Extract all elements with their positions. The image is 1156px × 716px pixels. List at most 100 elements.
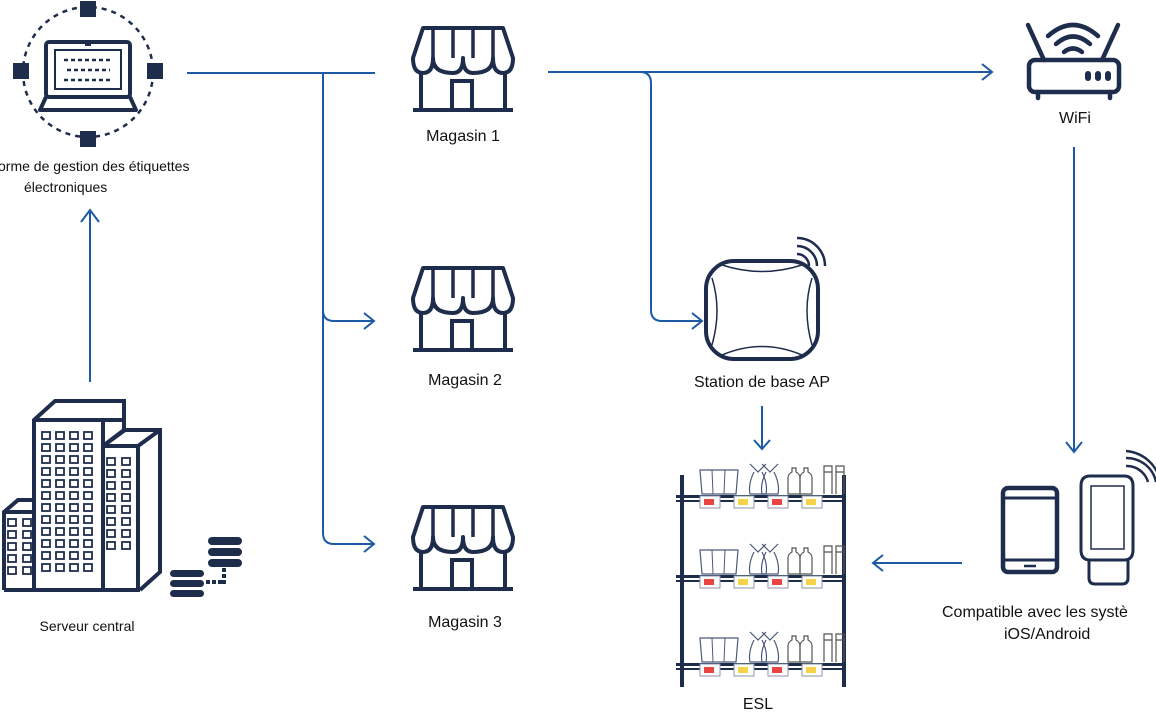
window [121, 517, 131, 526]
window [83, 491, 93, 500]
window [55, 503, 65, 512]
arrowhead-right-icon [691, 312, 704, 330]
window [22, 566, 32, 575]
edge-platform-store2 [322, 73, 374, 322]
window [106, 457, 116, 466]
window [41, 431, 51, 440]
window [121, 529, 131, 538]
window [83, 443, 93, 452]
window [55, 515, 65, 524]
window [69, 551, 79, 560]
window [69, 467, 79, 476]
window [69, 443, 79, 452]
platform-label: orme de gestion des étiquettes électroni… [0, 156, 228, 198]
window [106, 529, 116, 538]
arrowhead-down-icon [1065, 441, 1083, 454]
window [55, 467, 65, 476]
window [7, 542, 17, 551]
platform-label-line1: orme de gestion des étiquettes [0, 158, 190, 174]
window [83, 539, 93, 548]
window [22, 542, 32, 551]
storefront-icon-3 [411, 505, 515, 591]
arrowhead-down-icon [753, 439, 771, 451]
window [106, 493, 116, 502]
window [83, 479, 93, 488]
edge-store1-ap [639, 71, 702, 322]
window [121, 469, 131, 478]
window [41, 503, 51, 512]
window [106, 505, 116, 514]
esl-tag-yellow [738, 667, 748, 673]
window [83, 467, 93, 476]
arrowhead-right-icon [363, 312, 376, 330]
window [41, 515, 51, 524]
window [41, 563, 51, 572]
laptop-network-icon [13, 1, 163, 147]
esl-tag-yellow [738, 499, 748, 505]
window [83, 515, 93, 524]
window [7, 554, 17, 563]
window [69, 527, 79, 536]
window [7, 566, 17, 575]
mobile-label-line2: iOS/Android [1004, 626, 1091, 643]
window [106, 481, 116, 490]
platform-label-line2: électroniques [24, 179, 108, 195]
window [7, 518, 17, 527]
window [41, 443, 51, 452]
window [83, 551, 93, 560]
mobile-label-line1: Compatible avec les systè [942, 604, 1128, 621]
window [83, 455, 93, 464]
window [55, 527, 65, 536]
window [121, 457, 131, 466]
wifi-label: WiFi [1059, 110, 1091, 127]
esl-tag-yellow [806, 579, 816, 585]
window [83, 503, 93, 512]
connectors [80, 63, 1083, 572]
window [55, 455, 65, 464]
window [121, 505, 131, 514]
arrowhead-right-icon [363, 535, 376, 553]
window [83, 563, 93, 572]
mobile-label: Compatible avec les systè iOS/Android [942, 602, 1156, 646]
server-label: Serveur central [39, 618, 135, 634]
mobile-devices-icon [1000, 449, 1156, 586]
window [55, 551, 65, 560]
window [106, 517, 116, 526]
window [41, 467, 51, 476]
store2-label: Magasin 2 [428, 372, 502, 389]
window [41, 551, 51, 560]
window [41, 455, 51, 464]
window [55, 431, 65, 440]
window [55, 491, 65, 500]
window [41, 527, 51, 536]
storefront-icon-1 [411, 26, 515, 112]
arrowhead-right-icon [981, 63, 994, 81]
arrowhead-up-icon [80, 208, 100, 223]
window [121, 541, 131, 550]
window [69, 563, 79, 572]
access-point-icon [704, 236, 827, 361]
esl-tag-yellow [806, 667, 816, 673]
window [55, 563, 65, 572]
arrowhead-left-icon [871, 554, 884, 572]
window [41, 539, 51, 548]
esl-tag-red [772, 579, 782, 585]
esl-tag-red [704, 667, 714, 673]
shelf-labels-icon [675, 463, 846, 687]
window [106, 541, 116, 550]
window [22, 530, 32, 539]
window [69, 479, 79, 488]
store3-label: Magasin 3 [428, 614, 502, 631]
window [83, 527, 93, 536]
buildings-server-icon [2, 399, 242, 597]
window [121, 481, 131, 490]
window [69, 503, 79, 512]
esl-tag-yellow [806, 499, 816, 505]
window [69, 431, 79, 440]
esl-tag-red [704, 499, 714, 505]
esl-tag-red [772, 499, 782, 505]
esl-tag-red [704, 579, 714, 585]
window [22, 518, 32, 527]
esl-tag-red [772, 667, 782, 673]
